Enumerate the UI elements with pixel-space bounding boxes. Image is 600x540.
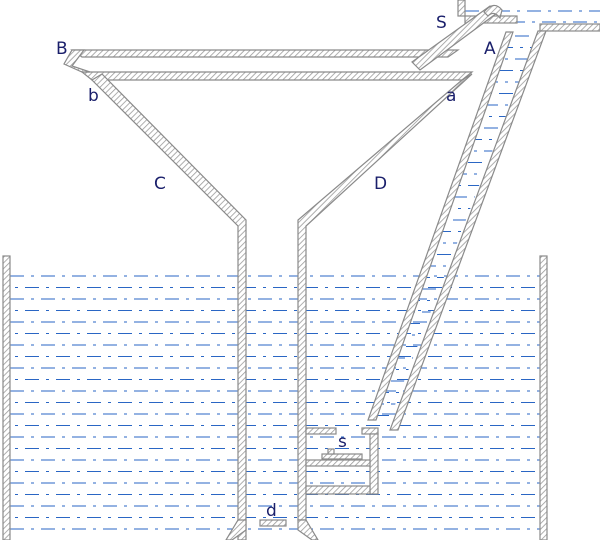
inclined-tube-a — [367, 30, 547, 431]
siphon-tube-s — [411, 4, 503, 71]
top-box — [457, 0, 600, 32]
valve-chamber-s — [305, 427, 379, 495]
valve-d-plate — [259, 519, 287, 527]
label-b-upper: B — [56, 39, 68, 59]
funnel — [63, 49, 474, 540]
label-s-lower: s — [338, 432, 347, 452]
label-a-lower: a — [446, 86, 456, 106]
label-s-upper: S — [436, 13, 447, 33]
bottom-chamber-d — [225, 519, 319, 540]
label-d-upper: D — [374, 174, 387, 194]
valve-s-plate — [321, 453, 363, 460]
label-b-lower: b — [88, 86, 99, 106]
tank-walls — [2, 255, 548, 540]
tank-water — [10, 275, 540, 530]
label-d-lower: d — [266, 501, 277, 521]
label-a-upper: A — [484, 39, 496, 59]
label-c: C — [154, 174, 166, 194]
